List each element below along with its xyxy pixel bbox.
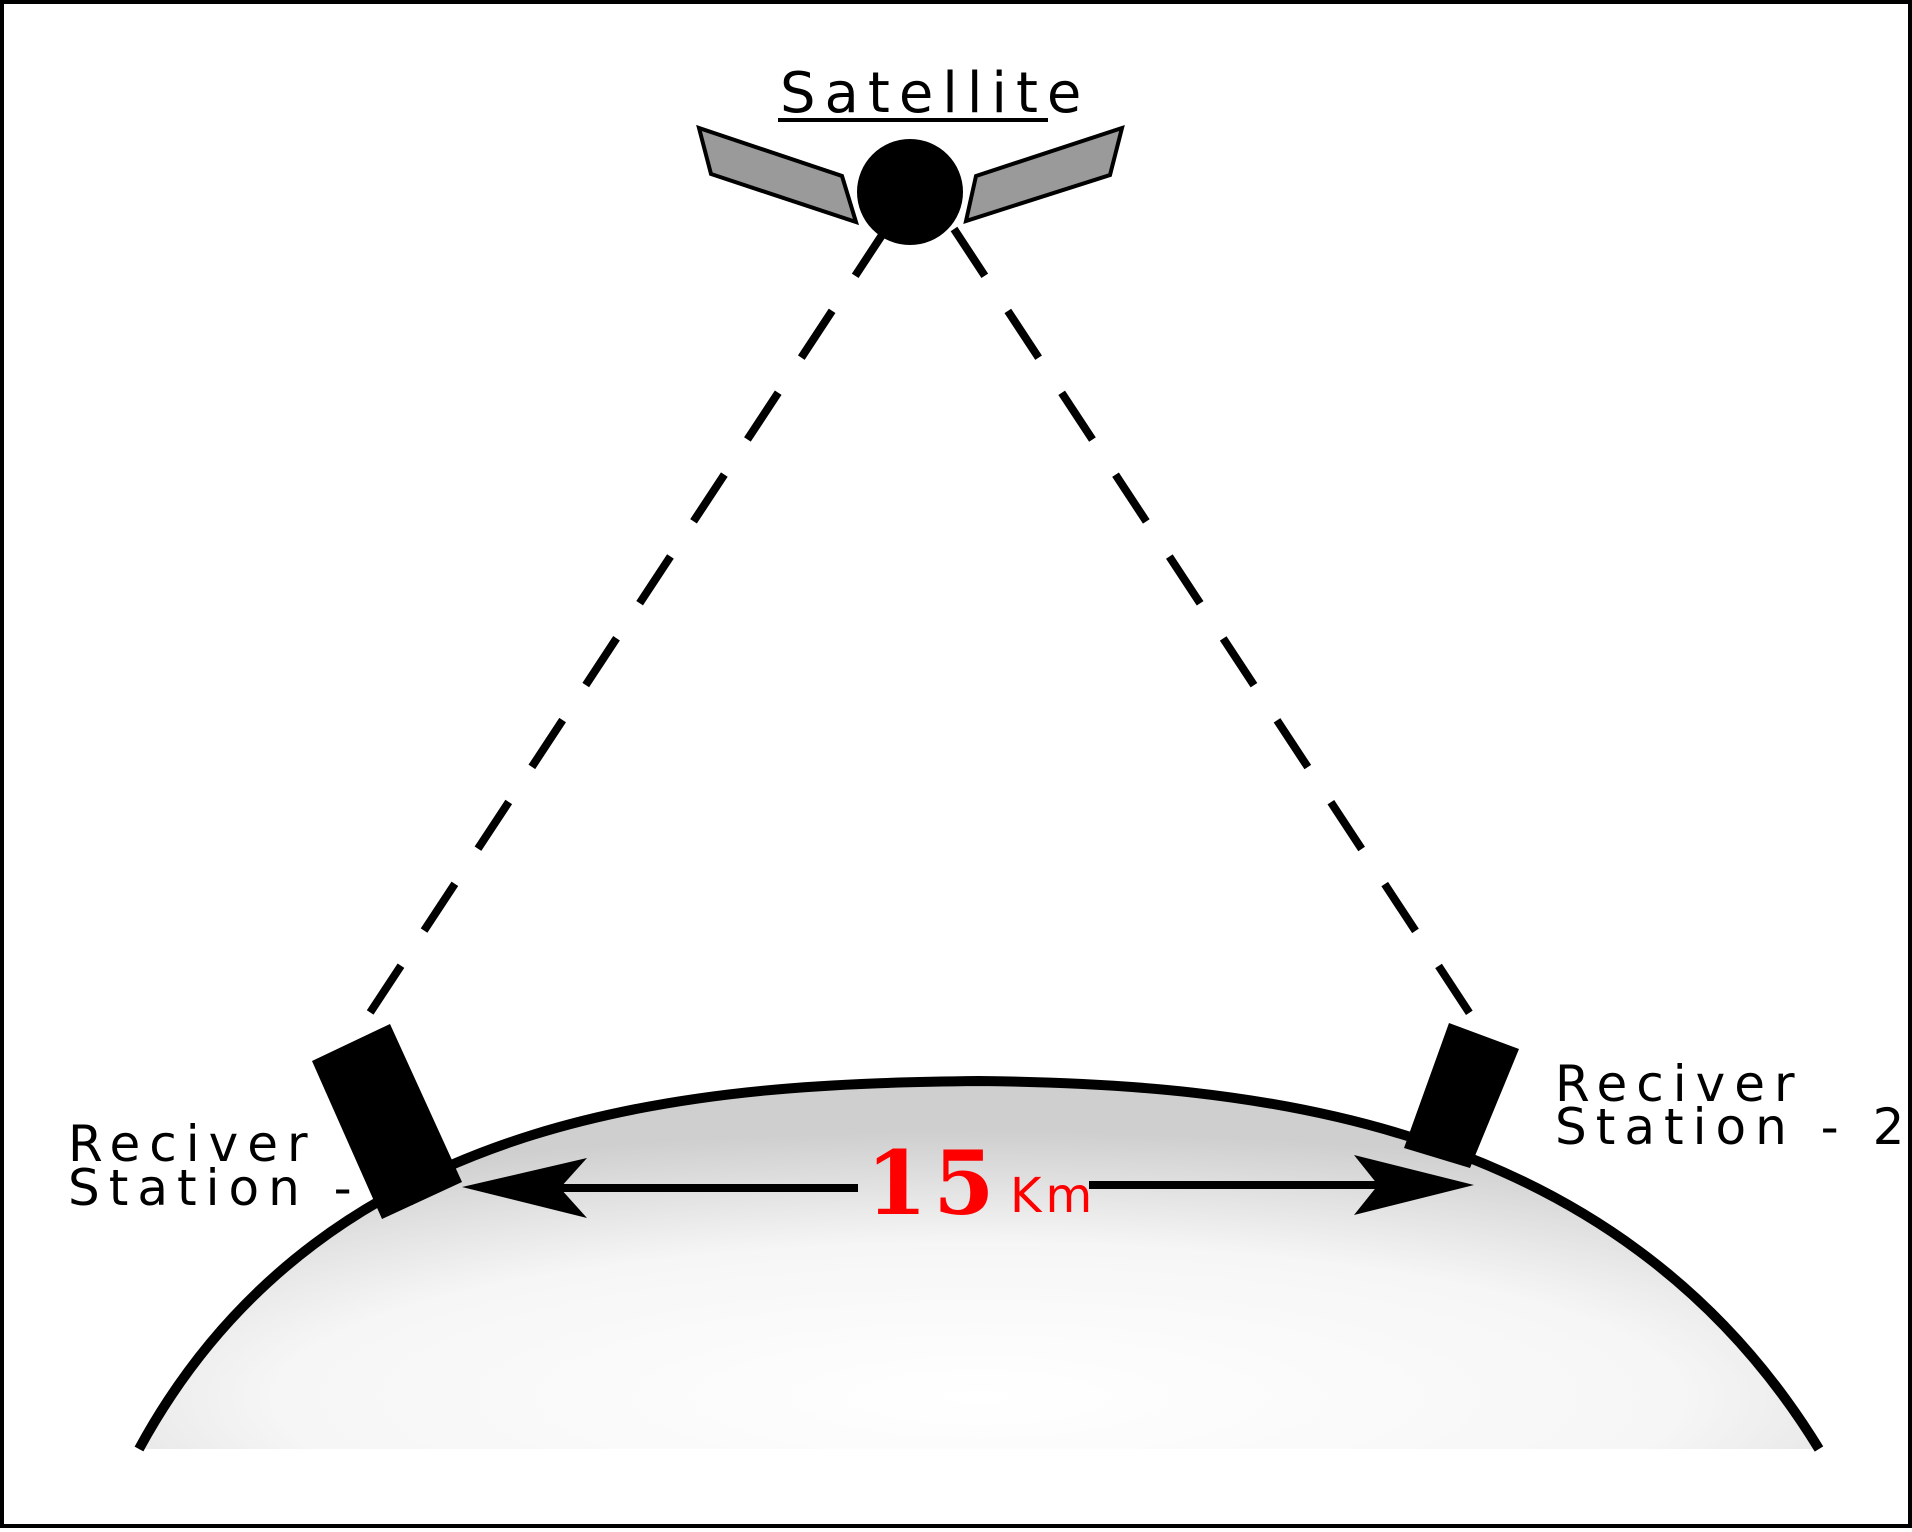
receiver-station-1-label-line-2: Station - 1: [68, 1159, 426, 1217]
signal-line-left: [350, 226, 890, 1040]
satellite-icon: [696, 124, 1125, 245]
distance-arrowhead-right: [1354, 1155, 1474, 1215]
solar-panel-right: [963, 124, 1125, 224]
distance-unit: Km: [1010, 1168, 1096, 1224]
satellite-body: [857, 139, 963, 245]
distance-arrowhead-left: [462, 1158, 587, 1218]
receiver-station-2-icon: [1404, 1023, 1519, 1168]
receiver-station-1-label-line-1: Reciver: [68, 1115, 317, 1173]
distance-value: 15: [866, 1131, 1000, 1235]
receiver-station-2-label-line-2: Station - 2: [1555, 1098, 1912, 1156]
earth-horizon: [134, 1075, 1824, 1452]
signal-line-right: [950, 226, 1484, 1032]
receiver-station-2-label-line-1: Reciver: [1555, 1055, 1804, 1113]
satellite-label: Satellite: [780, 61, 1090, 126]
solar-panel-left: [696, 124, 860, 226]
satellite-diagram: Satellite Reciver Station - 1 Reciver St…: [68, 61, 1912, 1452]
receiver-station-1-icon: [312, 1024, 462, 1219]
